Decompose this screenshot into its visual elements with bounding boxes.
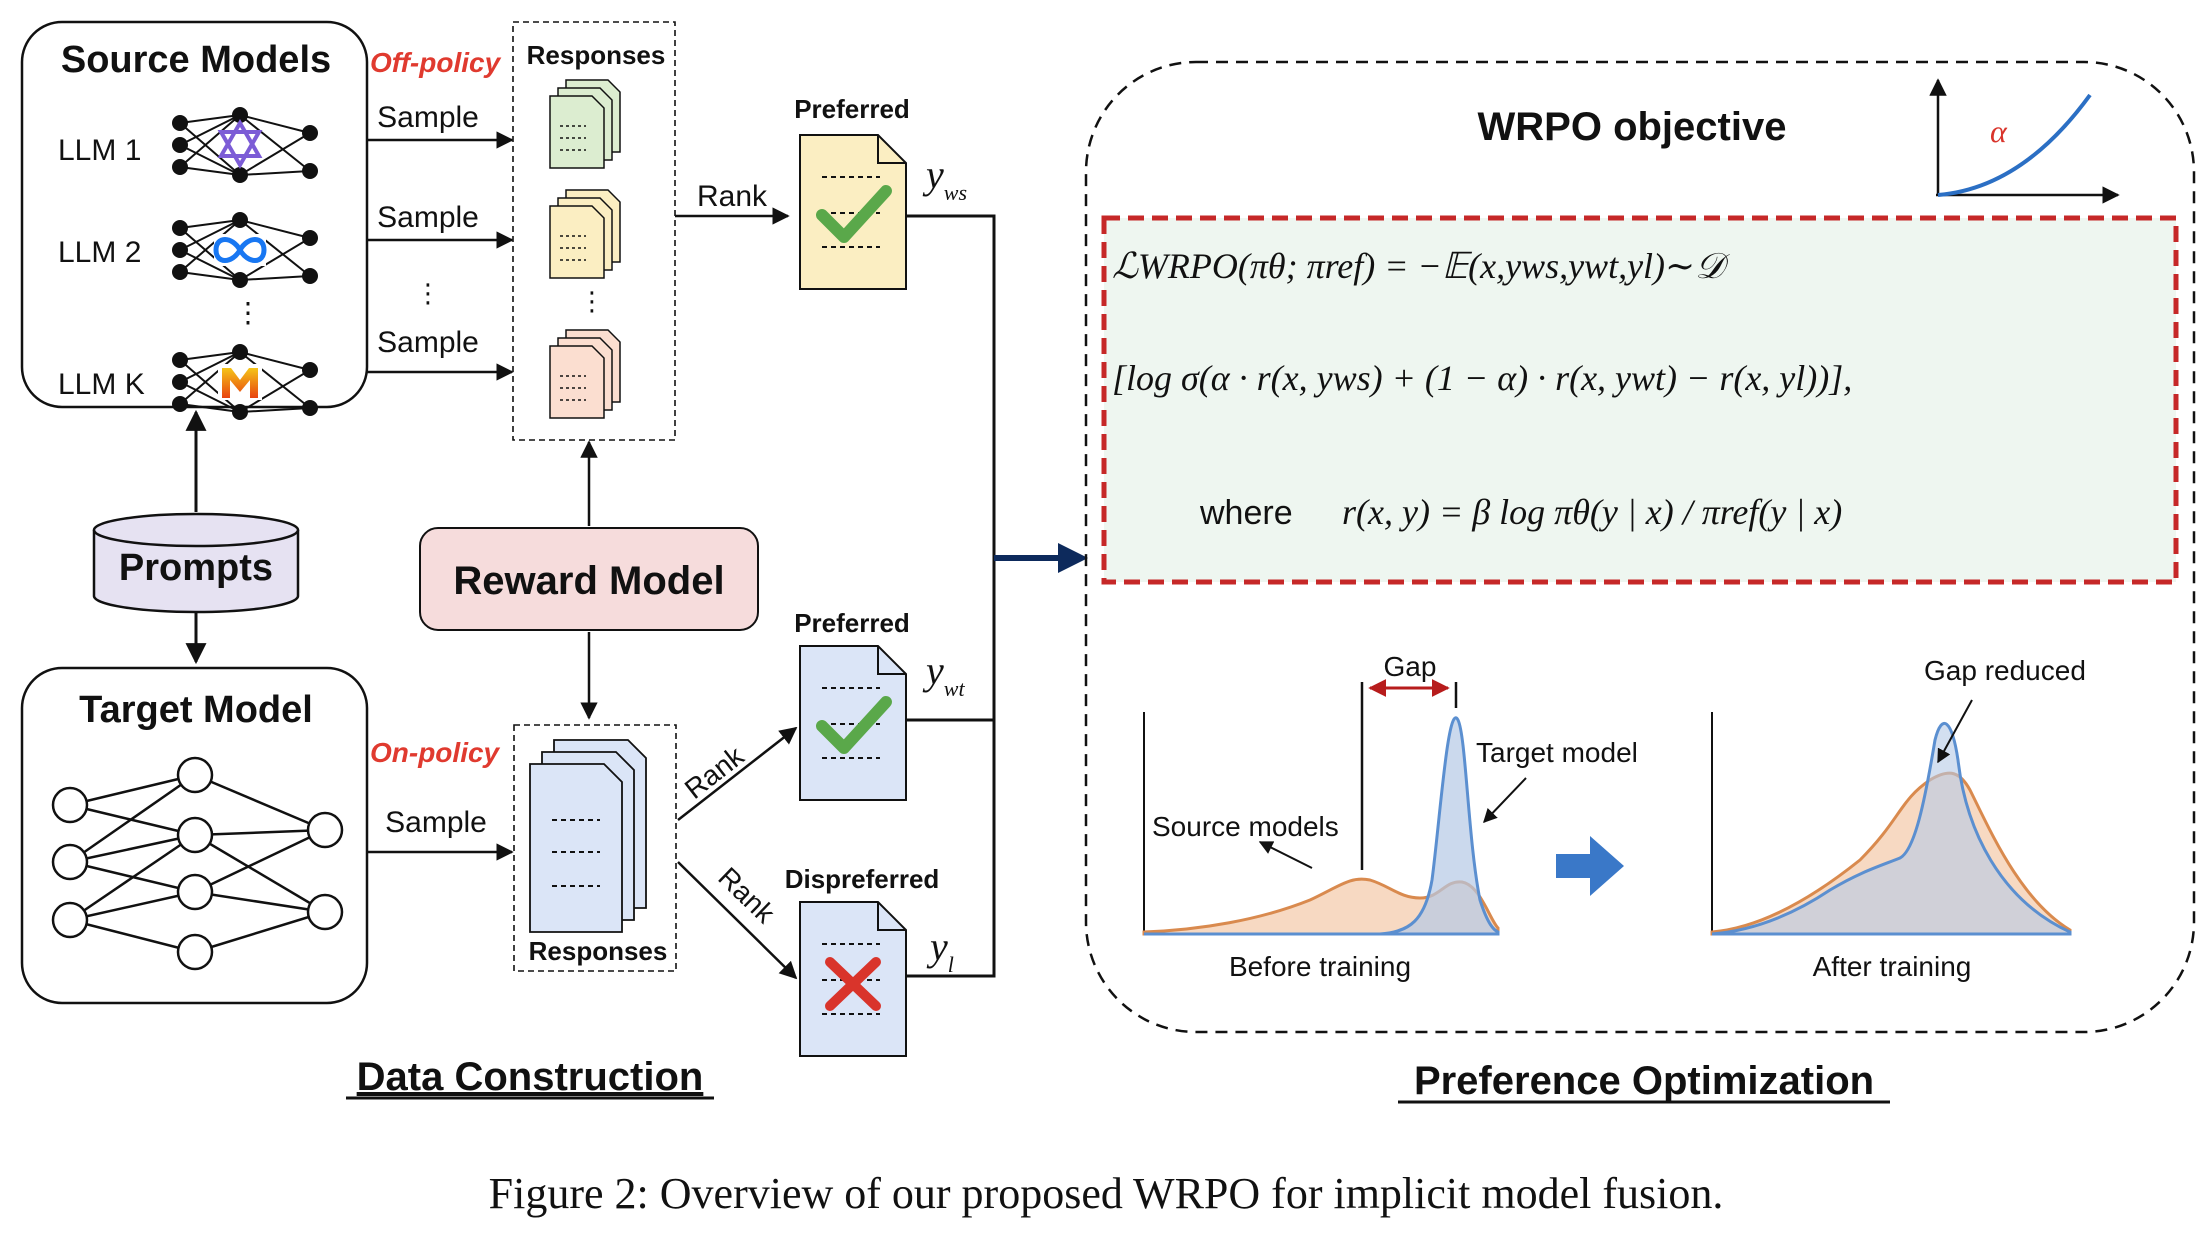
green-check-icon [816,696,892,754]
after-training-plot: Gap reduced After training [1710,655,2086,982]
data-construction-title: Data Construction [357,1055,704,1099]
off-policy-responses-box: Responses ⋮ [512,21,676,441]
red-x-icon [825,957,881,1011]
llm-2-label: LLM 2 [58,236,141,269]
preferred-doc-on-policy [799,645,907,801]
y-l-label: yl [926,924,954,977]
target-model-title: Target Model [79,689,313,731]
preferred-label-top: Preferred [794,94,910,124]
off-policy-sample-arrows: Off-policy Sample Sample ⋮ Sample [367,47,514,381]
where-label: where [1199,494,1293,532]
gap-label: Gap [1384,651,1437,682]
formula-line-2: [log σ(α · r(x, yws) + (1 − α) · r(x, yw… [1112,358,1852,398]
rank-label-up: Rank [679,740,750,805]
off-policy-label: Off-policy [370,47,502,78]
before-training-label: Before training [1229,951,1411,982]
transition-arrow-icon [1556,836,1624,896]
reward-definition: r(x, y) = β log πθ(y | x) / πref(y | x) [1342,492,1842,532]
star-logo-icon [217,118,263,170]
y-ws-label: yws [922,152,967,205]
llm-k-network-icon [172,344,318,420]
prompts-label: Prompts [119,547,273,589]
figure-caption: Figure 2: Overview of our proposed WRPO … [489,1169,1724,1218]
preference-optimization-title: Preference Optimization [1414,1059,1874,1103]
source-models-box: Source Models LLM 1 LLM 2 [20,20,369,420]
response-docs-yellow [549,189,621,279]
target-model-box: Target Model On-policy Sample [20,666,514,1005]
off-policy-rank: Rank Preferred yws [675,94,967,290]
response-docs-blue [529,739,647,933]
source-models-curve-label: Source models [1152,811,1339,842]
vertical-dots-mid: ⋮ [415,278,441,308]
vertical-dots-docs: ⋮ [579,286,605,316]
llm-2-network-icon [172,212,318,288]
target-network-icon [51,756,344,971]
sample-label-target: Sample [385,806,487,839]
on-policy-rank: Rank Rank Preferred ywt Dispreferred yl [677,608,965,1057]
green-check-icon [816,185,892,243]
infinity-logo-icon [213,234,267,266]
gap-reduced-label: Gap reduced [1924,655,2086,686]
y-wt-label: ywt [922,648,965,701]
alpha-label: α [1990,113,2008,149]
sample-label-3: Sample [377,326,479,359]
after-training-label: After training [1813,951,1972,982]
llm-1-network-icon [172,107,318,183]
llm-k-label: LLM K [58,368,145,401]
llm-1-label: LLM 1 [58,134,141,167]
response-docs-pink [549,329,621,419]
response-docs-green [549,79,621,169]
formula-line-1: ℒWRPO(πθ; πref) = −𝔼(x,yws,ywt,yl)∼𝒟 [1112,246,1730,286]
reward-model-label: Reward Model [453,559,724,603]
reward-model-box: Reward Model [419,440,759,720]
preference-optimization-panel: WRPO objective α ℒWRPO(πθ; πref) = −𝔼(x,… [1084,60,2196,1034]
wrpo-objective-title: WRPO objective [1478,105,1787,149]
rank-label-down: Rank [712,861,781,929]
rank-label-top: Rank [697,180,768,213]
prompts-cylinder: Prompts [92,409,300,665]
preferred-doc-off-policy [799,134,907,290]
collector-bracket [906,214,1088,978]
section-titles: Data Construction Preference Optimizatio… [346,1055,1890,1104]
responses-label-top: Responses [527,40,666,70]
on-policy-responses-box: Responses [513,724,677,972]
before-training-plot: Gap Target model Source models Before tr… [1142,651,1638,982]
vertical-dots: ⋮ [234,297,262,328]
m-logo-icon [218,364,262,400]
dispreferred-doc [799,901,907,1057]
sample-label-2: Sample [377,201,479,234]
target-model-curve-label: Target model [1476,737,1638,768]
alpha-curve-inset: α [1929,78,2120,204]
responses-label-bottom: Responses [529,936,668,966]
preferred-label-bottom: Preferred [794,608,910,638]
source-models-title: Source Models [61,39,331,81]
dispreferred-label: Dispreferred [785,864,940,894]
sample-label-1: Sample [377,101,479,134]
on-policy-label: On-policy [370,737,501,768]
objective-formula-box: ℒWRPO(πθ; πref) = −𝔼(x,yws,ywt,yl)∼𝒟 [lo… [1101,215,2179,585]
